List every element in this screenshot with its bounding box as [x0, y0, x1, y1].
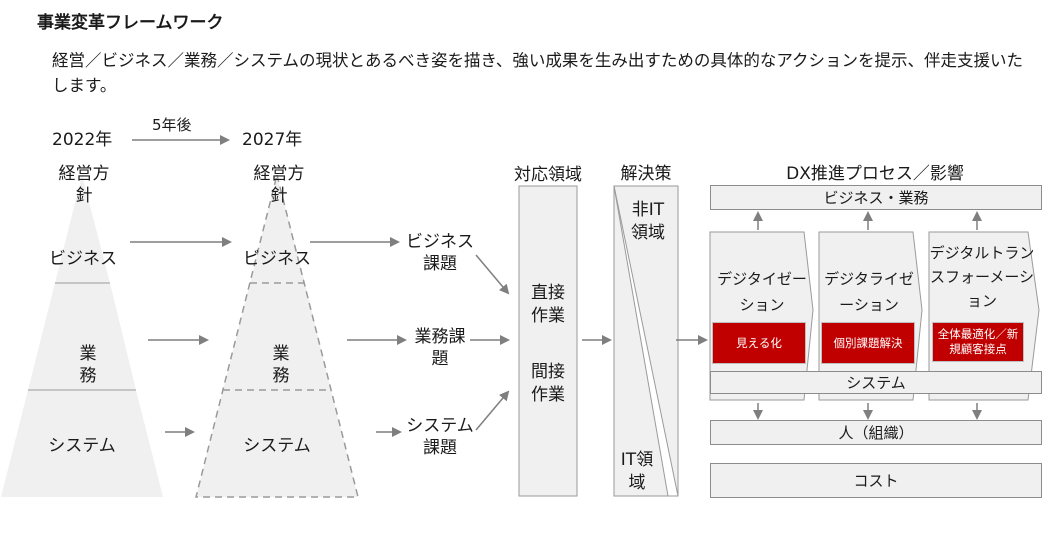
- response-area-header: 対応領域: [514, 165, 582, 185]
- page-description: 経営／ビジネス／業務／システムの現状とあるべき姿を描き、強い成果を生み出すための…: [52, 51, 1024, 95]
- dx-business-ops-label: ビジネス・業務: [823, 189, 929, 207]
- pyramid-future-middle: [223, 283, 331, 390]
- dx-people-box: 人（組織）: [710, 420, 1042, 445]
- pyramid-future-top: [250, 175, 305, 283]
- response-area-box: [518, 185, 578, 497]
- pyramid-future-top-label: 経営方針: [253, 164, 305, 206]
- pyramid-future-system-label: システム: [243, 436, 311, 456]
- issue-system: システム課題: [406, 416, 474, 458]
- dx-business-ops-box: ビジネス・業務: [710, 185, 1042, 210]
- dx-tag-overall-optimization-label: 全体最適化／新規顧客接点: [937, 327, 1019, 356]
- solution-header: 解決策: [620, 164, 672, 184]
- pyramid-current-business-label: ビジネス: [49, 249, 117, 269]
- pyramid-current-top-label: 経営方針: [58, 164, 110, 206]
- response-area-direct: 直接作業: [531, 283, 565, 326]
- dx-stage-digitalization-label: デジタライゼーション: [824, 270, 914, 314]
- dx-tag-overall-optimization: 全体最適化／新規顧客接点: [932, 322, 1024, 362]
- dx-system-box: システム: [710, 371, 1042, 394]
- pyramid-current-bottom: [1, 390, 163, 497]
- year-from: 2022年: [52, 130, 113, 150]
- pyramid-current-operations-label: 業務: [79, 344, 97, 386]
- solution-it-area: [613, 185, 669, 497]
- dx-cost-box: コスト: [710, 463, 1042, 498]
- dx-stage-transformation-label: デジタルトランスフォーメーション: [929, 244, 1035, 310]
- issue-operations: 業務課題: [414, 327, 466, 369]
- pyramid-current-top: [55, 175, 110, 283]
- dx-people-label: 人（組織）: [838, 424, 914, 442]
- pyramid-future-operations-label: 業務: [272, 344, 290, 386]
- year-to: 2027年: [242, 130, 303, 150]
- pyramid-current-system-label: システム: [48, 436, 116, 456]
- dx-tag-individual-issue: 個別課題解決: [821, 322, 915, 364]
- solution-it: IT領域: [620, 450, 654, 493]
- dx-header: DX推進プロセス／影響: [786, 164, 964, 184]
- pyramid-current-middle: [28, 283, 136, 390]
- dx-tag-visualization-label: 見える化: [736, 335, 782, 350]
- solution-non-it: 非IT領域: [631, 200, 665, 243]
- issue-business: ビジネス課題: [406, 232, 474, 274]
- dx-stage-digitization-label: デジタイゼーション: [717, 270, 807, 314]
- page-title: 事業変革フレームワーク: [37, 13, 224, 33]
- dx-cost-label: コスト: [853, 472, 899, 490]
- pyramid-future-business-label: ビジネス: [243, 249, 311, 269]
- solution-non-it-area: [613, 185, 679, 497]
- response-area-indirect: 間接作業: [531, 362, 565, 405]
- dx-tag-individual-issue-label: 個別課題解決: [833, 335, 903, 350]
- dx-system-label: システム: [846, 374, 906, 392]
- pyramid-future-bottom: [196, 390, 358, 497]
- year-gap-label: 5年後: [152, 116, 192, 134]
- dx-tag-visualization: 見える化: [712, 322, 806, 364]
